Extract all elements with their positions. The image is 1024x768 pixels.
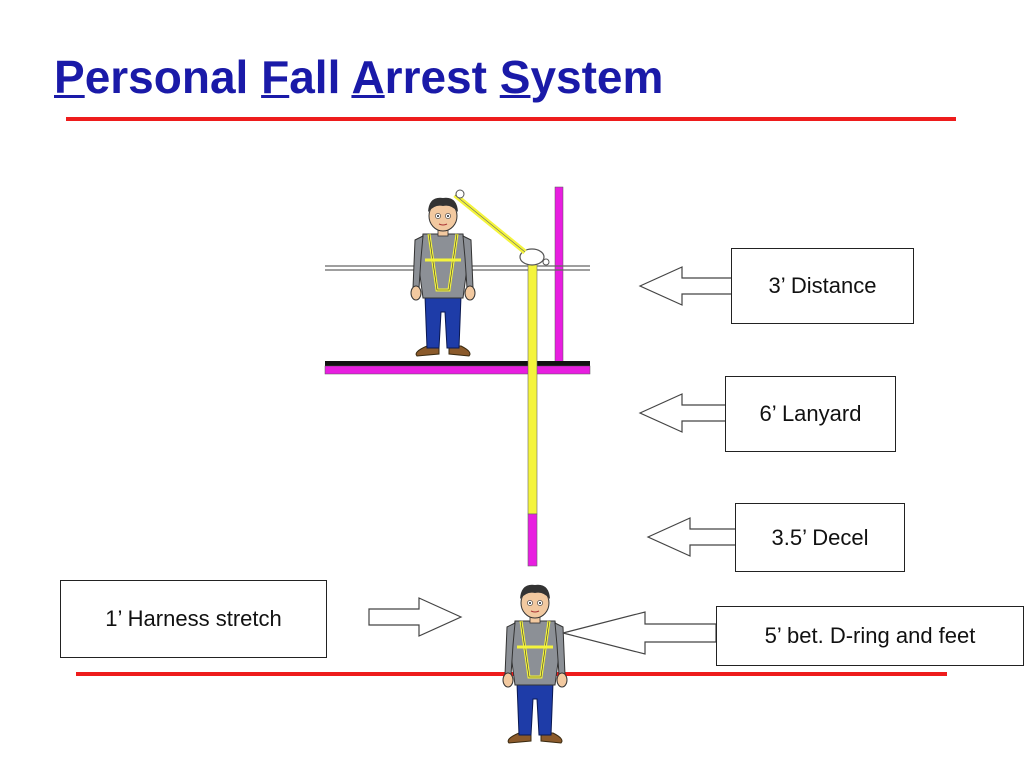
title-part: rrest xyxy=(384,51,500,103)
title-part: P xyxy=(54,51,85,103)
left-arrow-icon xyxy=(647,517,741,557)
left-arrow-icon xyxy=(639,266,733,306)
lanyard xyxy=(527,261,538,567)
dring-label-box: 5’ bet. D-ring and feet xyxy=(716,606,1024,666)
anchor-ring-icon xyxy=(519,248,550,266)
worker-figure-icon xyxy=(501,583,569,745)
back-lanyard xyxy=(453,189,527,254)
title-part: F xyxy=(261,51,290,103)
left-arrow-icon xyxy=(562,611,717,655)
lanyard-label: 6’ Lanyard xyxy=(759,401,862,426)
distance-label: 3’ Distance xyxy=(768,273,877,298)
distance-label-box: 3’ Distance xyxy=(731,248,914,324)
title-part: ystem xyxy=(530,51,664,103)
decel-label-box: 3.5’ Decel xyxy=(735,503,905,572)
slide-title: Personal Fall Arrest System xyxy=(54,52,663,103)
harness-label-box: 1’ Harness stretch xyxy=(60,580,327,658)
title-part: ersonal xyxy=(84,51,262,103)
title-part: all xyxy=(289,51,352,103)
dring-label: 5’ bet. D-ring and feet xyxy=(764,623,976,648)
title-part: S xyxy=(499,51,531,103)
work-platform xyxy=(324,361,591,375)
guardrail-post xyxy=(554,186,564,366)
decel-label: 3.5’ Decel xyxy=(771,524,869,550)
harness-label: 1’ Harness stretch xyxy=(105,606,282,631)
title-part: A xyxy=(351,51,385,103)
title-underline-rule xyxy=(66,117,956,121)
right-arrow-icon xyxy=(368,597,462,637)
lanyard-label-box: 6’ Lanyard xyxy=(725,376,896,452)
left-arrow-icon xyxy=(639,393,733,433)
worker-figure-icon xyxy=(409,196,477,358)
